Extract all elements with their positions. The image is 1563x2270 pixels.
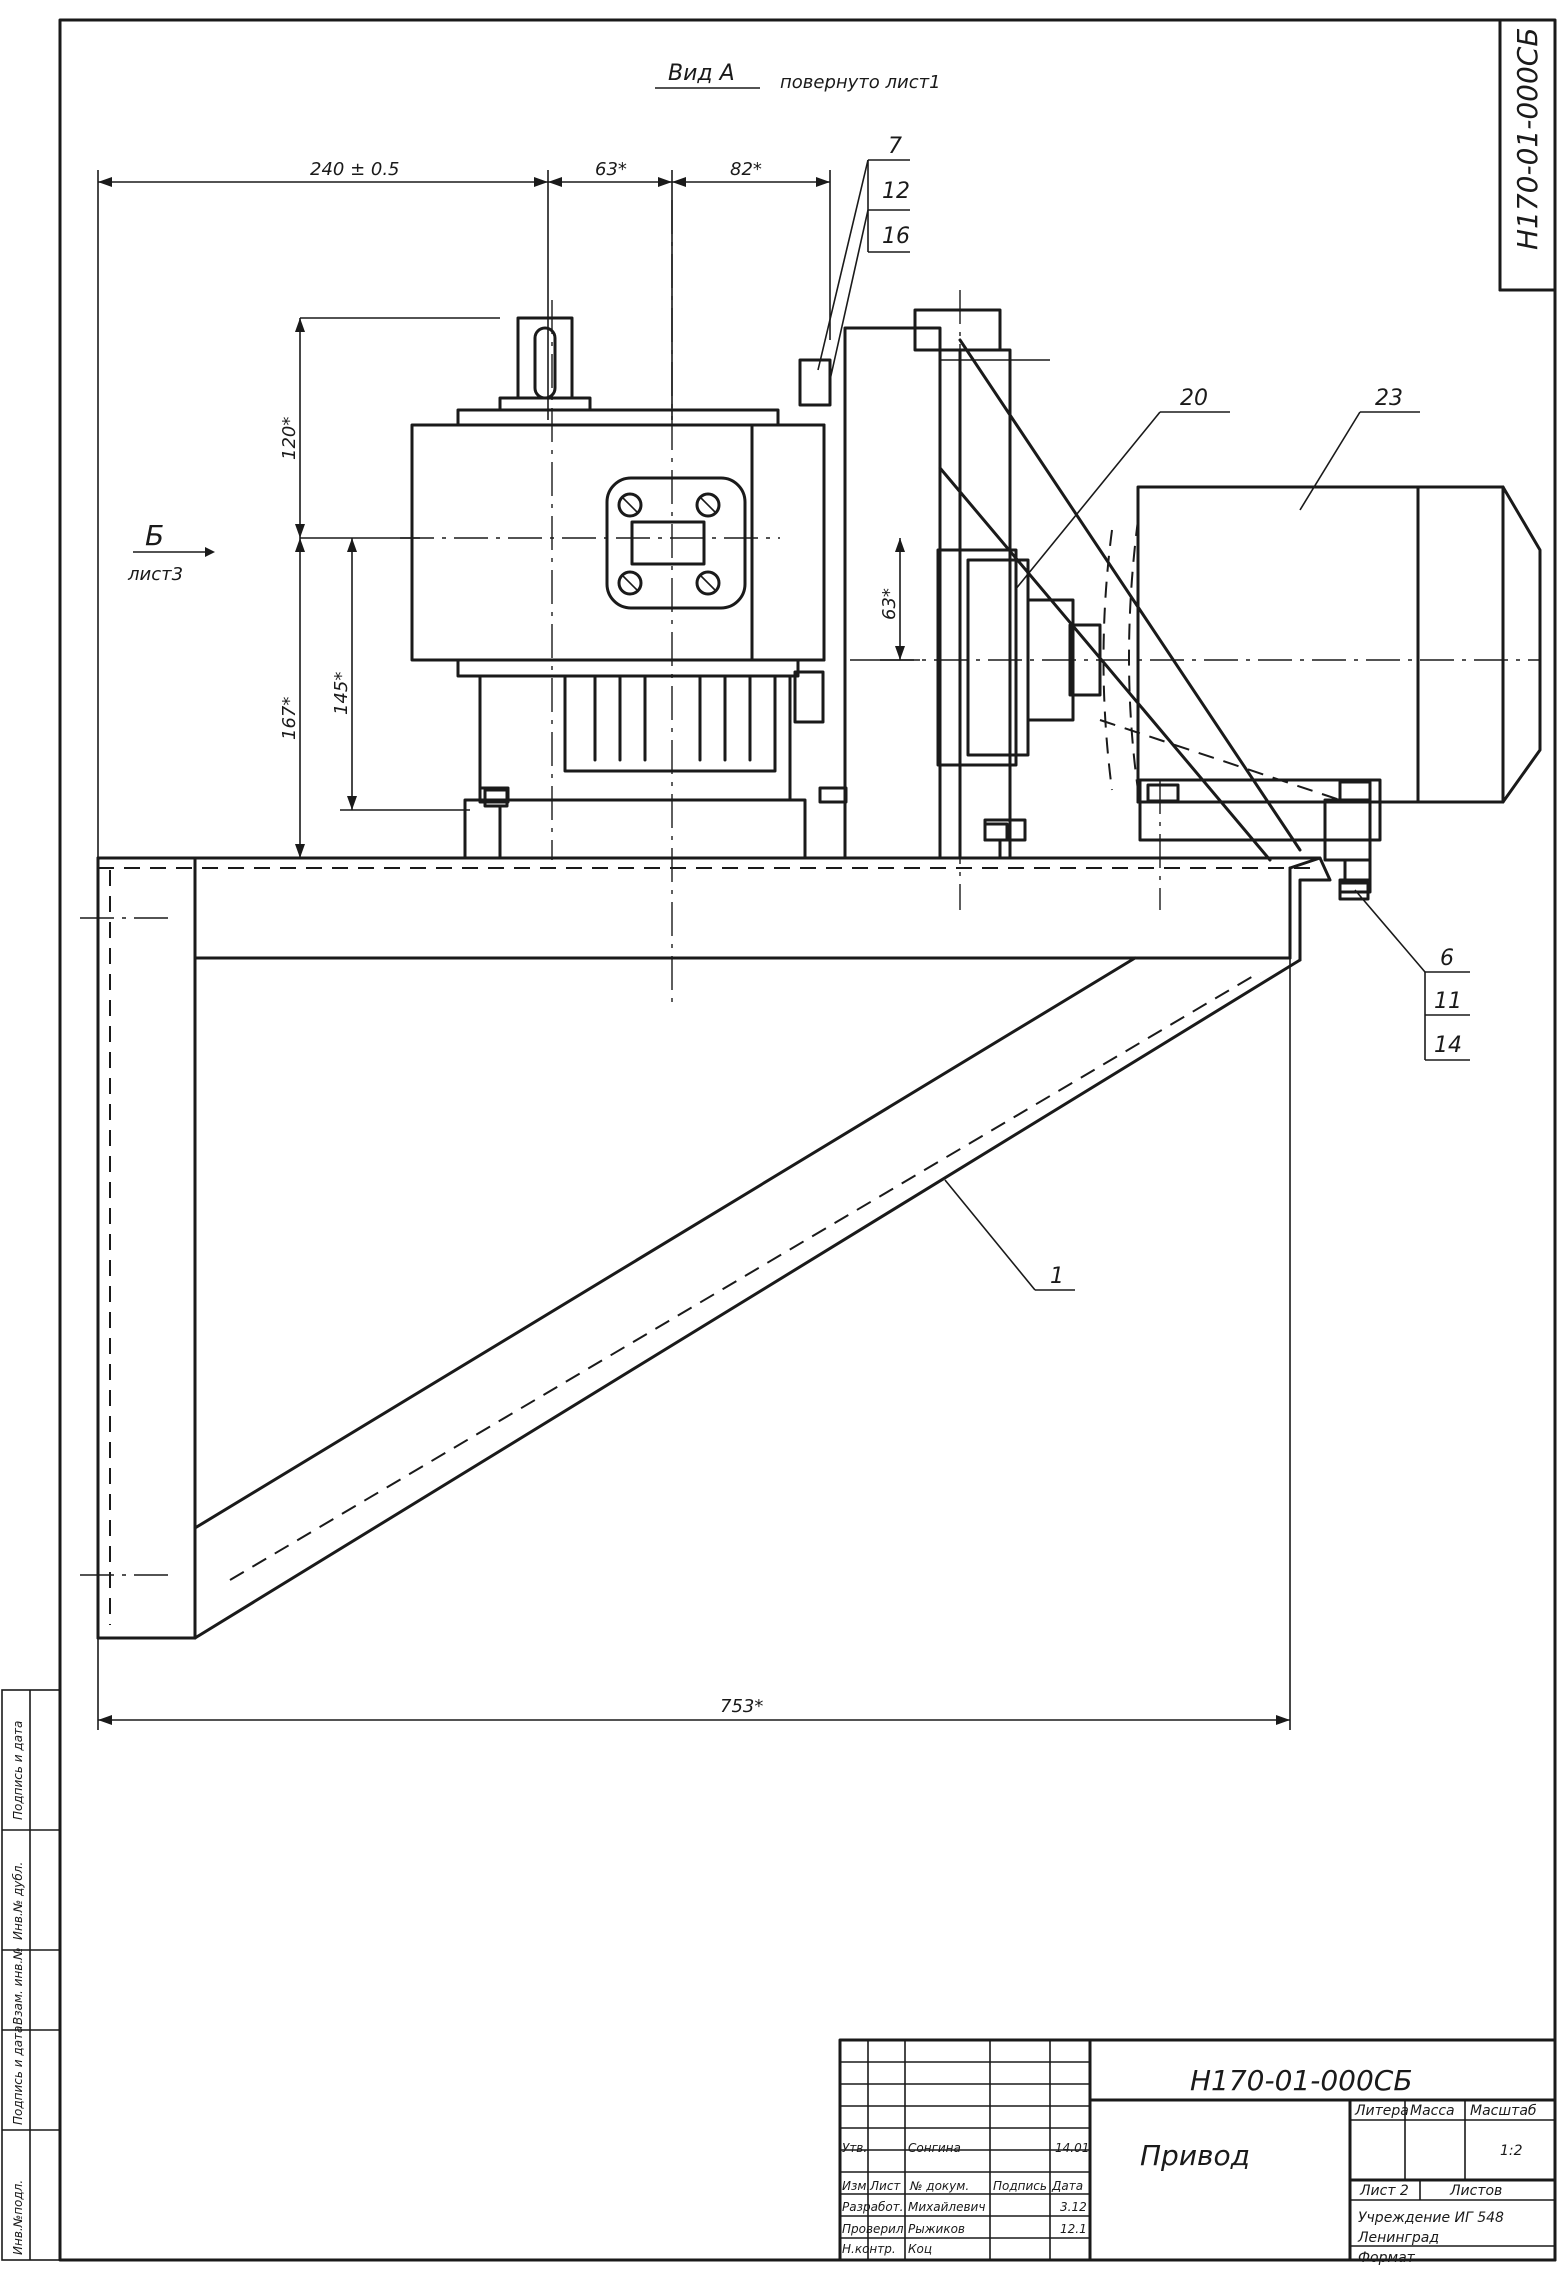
section-marker: Б лист3 (127, 519, 215, 585)
callout-23: 23 (1375, 386, 1403, 411)
dim-753: 753* (720, 1696, 763, 1717)
tb-doc-number: H170-01-000СБ (1190, 2064, 1413, 2097)
callout-16: 16 (882, 224, 910, 249)
tb-row-date: 14.01 (1055, 2141, 1089, 2155)
strip-inv-orig: Инв.№подл. (11, 2180, 25, 2255)
strip-sign-date-1: Подпись и дата (11, 2026, 25, 2125)
tb-mass-label: Масса (1410, 2103, 1455, 2119)
tb-row-person: Коц (908, 2242, 932, 2256)
section-letter: Б (145, 519, 164, 552)
tb-litera-label: Литера (1354, 2103, 1409, 2119)
tb-row-role: Разработ. (842, 2200, 904, 2214)
callout-14: 14 (1434, 1033, 1462, 1058)
tb-sheet-label: Лист 2 (1359, 2183, 1409, 2199)
dim-120: 120* (279, 417, 300, 460)
dim-240: 240 ± 0.5 (310, 159, 400, 180)
dim-63-side: 63* (879, 588, 900, 620)
callout-7: 7 (888, 134, 902, 159)
tb-row-person: Михайлевич (908, 2200, 985, 2214)
view-title-note: повернуто лист1 (780, 72, 941, 93)
callout-20: 20 (1180, 386, 1208, 411)
tb-row-date: 12.1 (1060, 2222, 1087, 2236)
strip-replace-inv: Взам. инв.№ (11, 1947, 25, 2025)
callout-6: 6 (1440, 946, 1454, 971)
tb-scale-label: Масштаб (1470, 2103, 1537, 2119)
tb-org-line2: Ленинград (1357, 2230, 1439, 2246)
strip-sign-date-2: Подпись и дата (11, 1721, 25, 1820)
tb-scale-value: 1:2 (1500, 2143, 1523, 2159)
section-sheet: лист3 (127, 564, 183, 585)
sheet-frame (58, 18, 1557, 2262)
tb-format-label: Формат (1358, 2250, 1416, 2266)
tb-header-izm: Изм. (842, 2179, 870, 2193)
tb-row-role: Проверил (842, 2222, 904, 2236)
dimension-lines: 240 ± 0.5 63* 82* 120* 167* 145* 63* 753… (97, 159, 1291, 1730)
tb-header-list: Лист (869, 2179, 901, 2193)
tb-sheets-label: Листов (1449, 2183, 1502, 2199)
bracket-frame (96, 856, 1332, 1640)
callout-11: 11 (1434, 989, 1462, 1014)
view-title-label: Вид А (668, 61, 735, 86)
dim-145: 145* (331, 672, 352, 715)
tb-row-person: Сонгина (908, 2141, 961, 2155)
doc-code-vertical: H170-01-000СБ (1511, 27, 1544, 250)
dim-82: 82* (730, 159, 762, 180)
callouts: 7 12 16 20 23 6 11 14 1 (817, 134, 1470, 1291)
tb-header-date: Дата (1051, 2179, 1083, 2193)
callout-1: 1 (1050, 1264, 1064, 1289)
tb-org-line1: Учреждение ИГ 548 (1358, 2210, 1504, 2226)
support-strut (938, 338, 1341, 862)
title-block: H170-01-000СБ Привод Изм. Лист № докум. … (838, 2038, 1557, 2266)
dim-167: 167* (279, 697, 300, 740)
left-strip: Подпись и дата Инв.№ дубл. Взам. инв.№ П… (1, 1689, 61, 2261)
tb-header-doc: № докум. (909, 2179, 969, 2193)
tb-row-role: Н.контр. (842, 2242, 896, 2256)
view-title: Вид А повернуто лист1 (655, 61, 941, 93)
coupling (936, 548, 1102, 842)
dim-63-top: 63* (595, 159, 627, 180)
tb-header-sign: Подпись (993, 2179, 1047, 2193)
callout-12: 12 (882, 179, 910, 204)
strip-inv-dup: Инв.№ дубл. (11, 1862, 25, 1940)
tb-name: Привод (1140, 2139, 1250, 2172)
tb-row-role: Утв. (842, 2141, 867, 2155)
electric-motor (1102, 485, 1542, 894)
gear-reducer (410, 316, 848, 860)
tb-row-person: Рыжиков (908, 2222, 965, 2236)
base-bolts (483, 788, 1370, 901)
tb-row-date: 3.12 (1060, 2200, 1087, 2214)
